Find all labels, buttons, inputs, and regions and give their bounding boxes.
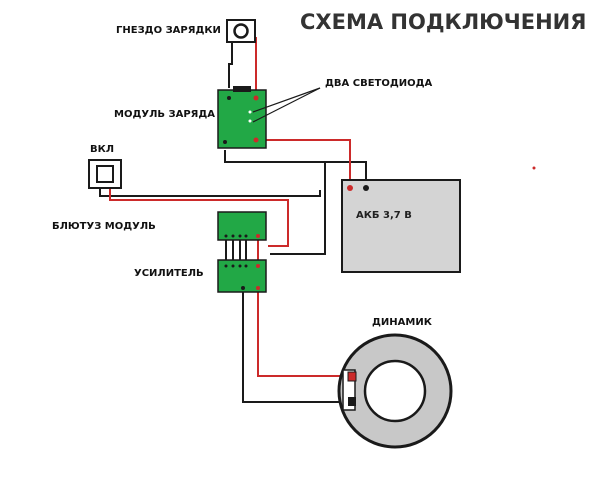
battery-negative-terminal	[363, 185, 369, 191]
usb-port-icon	[233, 86, 251, 92]
bluetooth-module	[217, 211, 267, 241]
led-2-icon	[248, 119, 252, 123]
charge-module	[217, 86, 267, 149]
two-leds-label: ДВА СВЕТОДИОДА	[325, 78, 433, 89]
speaker-cone-icon	[363, 359, 427, 423]
positive-wires	[109, 37, 351, 377]
charge-jack-label: ГНЕЗДО ЗАРЯДКИ	[116, 25, 221, 36]
led-1-icon	[248, 110, 252, 114]
stray-dot	[532, 166, 536, 170]
speaker-label: ДИНАМИК	[372, 317, 433, 328]
battery	[341, 179, 461, 273]
power-switch	[88, 159, 122, 189]
speaker	[337, 333, 453, 449]
bluetooth-module-label: БЛЮТУЗ МОДУЛЬ	[52, 221, 156, 232]
led-pointer-lines	[252, 87, 321, 123]
battery-label: АКБ 3,7 В	[356, 210, 412, 221]
amplifier-label: УСИЛИТЕЛЬ	[134, 268, 204, 279]
switch-button-icon	[96, 165, 114, 183]
diagram-title: СХЕМА ПОДКЛЮЧЕНИЯ	[300, 10, 586, 34]
battery-positive-terminal	[347, 185, 353, 191]
charge-jack	[226, 19, 256, 43]
amplifier	[217, 259, 267, 293]
power-switch-label: ВКЛ	[90, 144, 114, 155]
charge-module-label: МОДУЛЬ ЗАРЯДА	[114, 109, 215, 120]
jack-socket-icon	[233, 23, 249, 39]
